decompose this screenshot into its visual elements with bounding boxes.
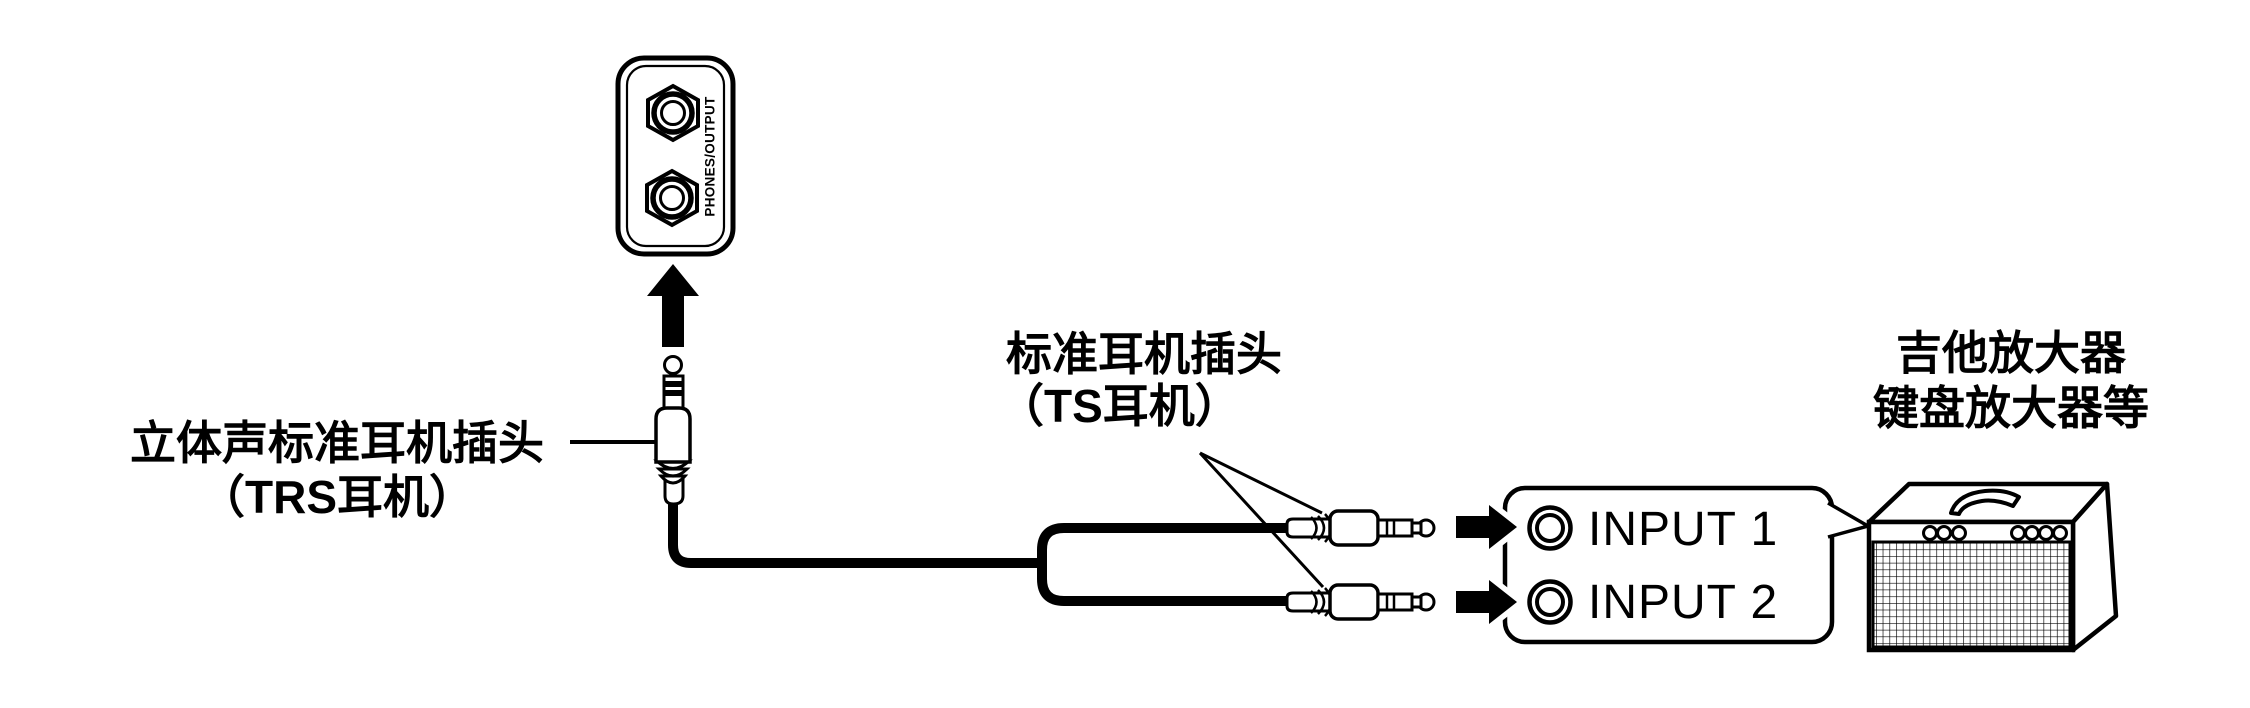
jack-socket-icon xyxy=(645,168,699,228)
input1-arrow-icon xyxy=(1450,499,1523,555)
mono-plug-label-line1: 标准耳机插头 xyxy=(1006,328,1282,380)
input2-label: INPUT 2 xyxy=(1588,576,1779,629)
amp-handle-icon xyxy=(1949,488,2021,516)
amp-grille xyxy=(1871,540,2072,649)
amp-knobs xyxy=(1922,525,2068,541)
cable-split xyxy=(1037,523,1292,606)
up-arrow-icon xyxy=(647,264,699,347)
trs-plug-body xyxy=(654,406,692,464)
phones-output-label: PHONES/OUTPUT xyxy=(702,96,718,217)
input-jack-icon xyxy=(1527,505,1573,551)
ts-plug-icon xyxy=(1285,509,1436,547)
trs-plug-icon xyxy=(653,355,693,506)
callout-tail xyxy=(1827,501,1873,539)
input2-arrow-icon xyxy=(1450,574,1523,630)
headphone-cable xyxy=(668,498,1041,568)
trs-plug-strain-relief xyxy=(663,478,685,506)
input-callout-box xyxy=(1502,485,1835,645)
phones-output-panel xyxy=(615,55,736,257)
amplifier-label-line2: 键盘放大器等 xyxy=(1873,382,2149,434)
stereo-plug-label-line2: （TRS耳机） xyxy=(199,471,475,523)
input-jack-icon xyxy=(1527,579,1573,625)
input1-label: INPUT 1 xyxy=(1588,503,1779,556)
ts-label-leader-lines xyxy=(1198,451,1325,589)
mono-plug-label-line2: （TS耳机） xyxy=(998,380,1241,432)
amplifier-label-line1: 吉他放大器 xyxy=(1896,327,2126,379)
ts-plug-icon xyxy=(1285,583,1436,621)
jack-socket-icon xyxy=(646,83,700,143)
stereo-plug-label-line1: 立体声标准耳机插头 xyxy=(130,417,544,469)
amplifier-icon xyxy=(1866,481,2119,653)
